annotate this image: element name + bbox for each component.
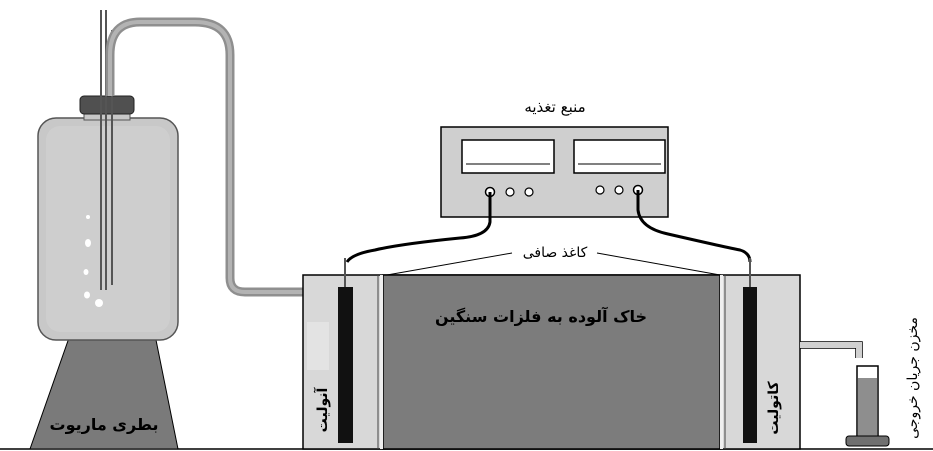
display-right (573, 139, 666, 174)
soil-label: خاک آلوده به فلزات سنگین (435, 306, 647, 326)
filter-paper-left (380, 275, 383, 449)
mariotte-bottle: بطری ماریوت (29, 10, 179, 450)
mariotte-bottle-label: بطری ماریوت (49, 415, 158, 434)
anode-electrode (338, 287, 353, 443)
cathode-label: کاتولیت (766, 381, 782, 435)
knob-right-2 (614, 185, 624, 195)
filter-paper-right (720, 275, 723, 449)
electrokinetic-cell: خاک آلوده به فلزات سنگین آنولیت کاتولیت (302, 258, 801, 450)
anode-label: آنولیت (313, 386, 331, 432)
power-supply: منبع تغذیه (440, 98, 669, 218)
air-bubbles (83, 215, 103, 307)
cylinder-base (845, 435, 890, 447)
filter-paper-label: کاغذ صافی (523, 245, 588, 261)
filter-paper-callout: کاغذ صافی (386, 245, 721, 276)
outflow-tank-label: مخزن جریان خروجی (905, 317, 921, 439)
cathode-electrode (743, 287, 757, 443)
outflow-liquid (858, 378, 877, 437)
knob-left-3 (524, 187, 534, 197)
knob-right-1 (595, 185, 605, 195)
display-left (461, 139, 555, 174)
soil-chamber (382, 274, 721, 450)
wire-anode (345, 192, 492, 263)
knob-left-2 (505, 187, 515, 197)
wire-cathode (636, 190, 752, 263)
outflow-assembly: مخزن جریان خروجی (800, 317, 921, 447)
power-supply-label: منبع تغذیه (524, 98, 585, 116)
